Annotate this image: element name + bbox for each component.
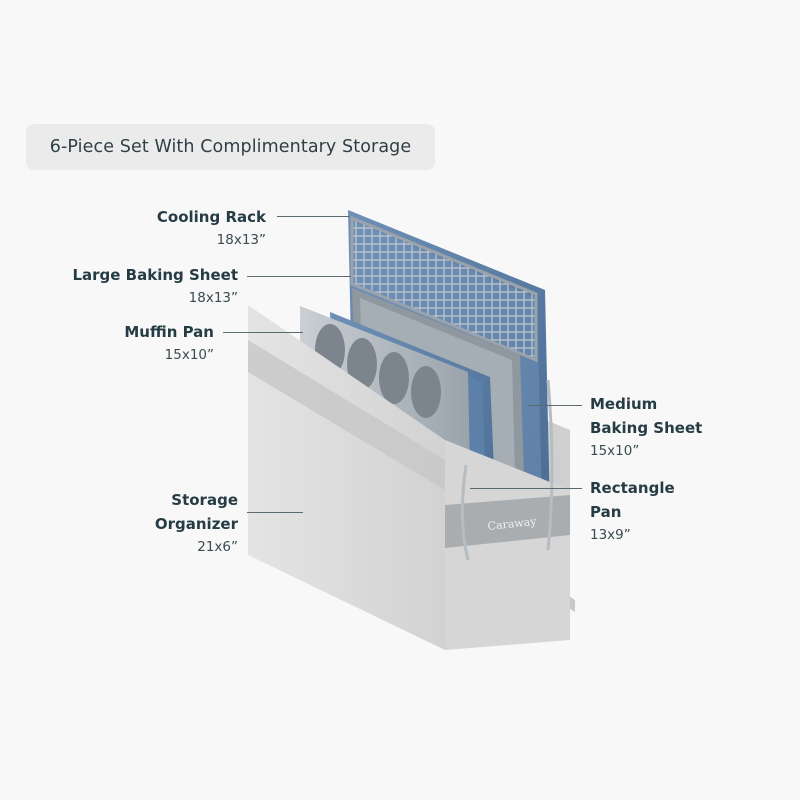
label-large-baking-sheet: Large Baking Sheet 18x13” xyxy=(72,266,238,306)
storage-organizer: Caraway xyxy=(248,305,570,650)
pan-handle xyxy=(460,464,470,561)
rack-handle xyxy=(546,379,554,551)
leader-muffin-pan xyxy=(223,332,303,333)
cooling-rack xyxy=(350,215,538,363)
leader-large-sheet xyxy=(247,276,351,277)
brand-logo: Caraway xyxy=(487,515,538,533)
leader-medium-sheet xyxy=(528,405,582,406)
page-title: 6-Piece Set With Complimentary Storage xyxy=(26,124,435,170)
label-rectangle-pan: Rectangle Pan 13x9” xyxy=(590,479,675,543)
label-cooling-rack: Cooling Rack 18x13” xyxy=(156,208,266,248)
leader-cooling-rack xyxy=(277,216,349,217)
leader-rect-pan xyxy=(470,488,582,489)
label-medium-baking-sheet: Medium Baking Sheet 15x10” xyxy=(590,395,703,459)
leader-storage xyxy=(247,512,303,513)
label-storage-organizer: Storage Organizer 21x6” xyxy=(154,491,238,555)
label-muffin-pan: Muffin Pan 15x10” xyxy=(124,323,214,363)
